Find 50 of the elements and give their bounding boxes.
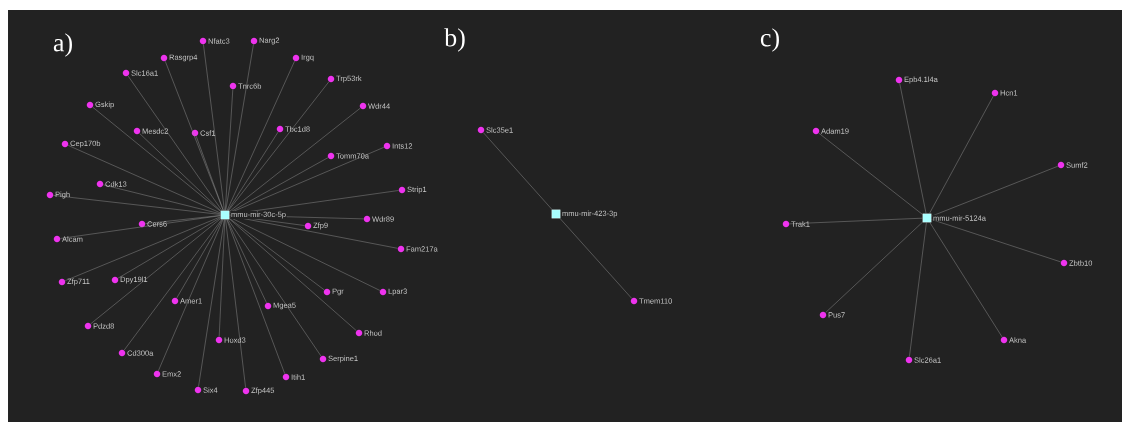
connector-line bbox=[226, 219, 286, 374]
connector-line bbox=[117, 217, 221, 279]
mirna-square bbox=[922, 213, 932, 223]
connector-line bbox=[899, 83, 927, 214]
panel-letter: a) bbox=[53, 33, 72, 57]
connector-line bbox=[203, 44, 225, 211]
mirna-square bbox=[220, 210, 230, 220]
connector-line bbox=[127, 75, 223, 211]
connector-line bbox=[60, 215, 221, 239]
connector-line bbox=[929, 95, 994, 214]
connector-line bbox=[227, 219, 322, 357]
connector-line bbox=[229, 218, 325, 291]
panel-letter: c) bbox=[760, 28, 779, 52]
connector-line bbox=[228, 81, 330, 211]
connector-line bbox=[90, 218, 221, 325]
panel-letter: b) bbox=[444, 28, 465, 52]
connector-line bbox=[139, 133, 221, 211]
connector-line bbox=[226, 60, 295, 211]
mirna-square bbox=[551, 209, 561, 219]
connector-line bbox=[103, 184, 221, 215]
connector-line bbox=[229, 216, 381, 291]
connector-line bbox=[559, 218, 632, 299]
connector-line bbox=[789, 217, 923, 225]
connector-line bbox=[825, 221, 923, 313]
connector-line bbox=[198, 219, 225, 387]
connector-line bbox=[218, 219, 226, 337]
connector-line bbox=[225, 89, 234, 211]
connector-line bbox=[483, 132, 553, 210]
connector-line bbox=[53, 195, 221, 215]
connector-line bbox=[229, 107, 361, 212]
connector-line bbox=[909, 222, 927, 357]
connector-line bbox=[818, 132, 923, 215]
connector-line bbox=[158, 219, 224, 372]
connector-line bbox=[227, 131, 279, 211]
connector-line bbox=[931, 166, 1059, 217]
connector-line bbox=[67, 145, 221, 214]
connector-line bbox=[929, 222, 1003, 338]
connector-line bbox=[65, 216, 221, 281]
connector-line bbox=[226, 219, 267, 304]
connector-line bbox=[229, 218, 357, 331]
connector-line bbox=[229, 215, 398, 249]
connector-line bbox=[176, 219, 223, 299]
connector-line bbox=[931, 219, 1061, 263]
connector-line bbox=[195, 136, 224, 211]
connector-line bbox=[92, 106, 221, 212]
connector-line bbox=[229, 157, 329, 213]
connector-line bbox=[165, 61, 224, 211]
connector-line bbox=[225, 219, 246, 388]
connector-line bbox=[123, 219, 222, 351]
connector-line bbox=[225, 44, 254, 211]
